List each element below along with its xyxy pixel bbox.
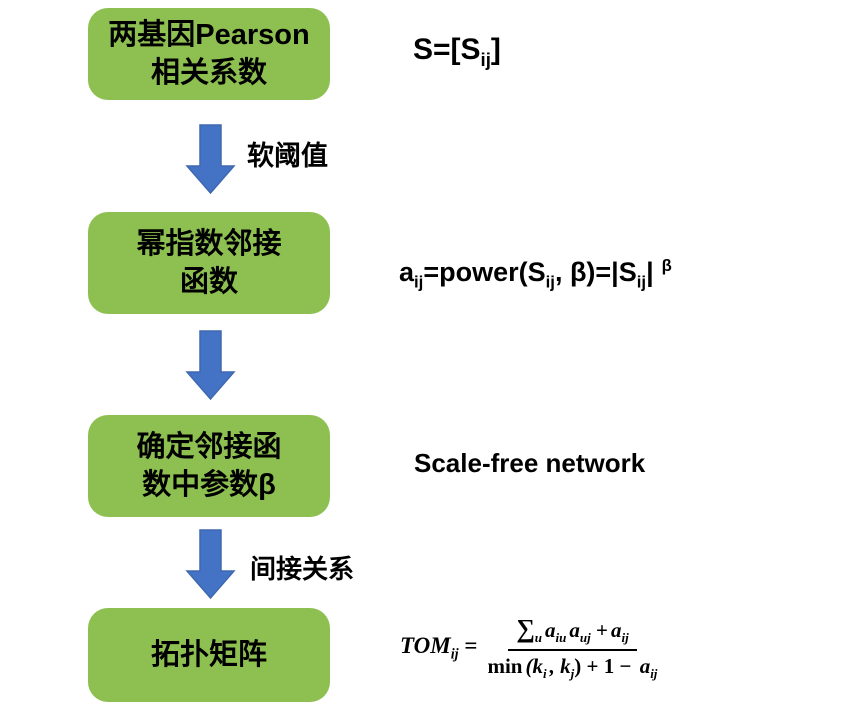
formula-subscript: ij [545,272,555,292]
formula-text: =power(S [423,257,546,287]
formula-text: a [634,654,651,679]
formula-subscript: i [543,666,547,682]
box-line: 数中参数β [142,469,276,501]
formula-text: , k [549,654,571,679]
arrow-label-soft-threshold: 软阈值 [247,141,328,171]
formula-subscript: j [570,666,575,682]
fraction-denominator: min(ki, kj) + 1 − aij [487,651,657,682]
arrow-label-indirect-relation: 间接关系 [250,555,355,584]
down-arrow-icon [185,124,236,194]
formula-subscript: ij [480,49,491,70]
formula-subscript: ij [414,272,424,292]
box-line: 两基因Pearson [108,19,310,51]
equals-sign: = [464,632,478,658]
formula-text: ) + 1 − [574,654,632,679]
flow-box-topological-matrix: 拓扑矩阵 [88,608,330,702]
formula-text: , β)=|S [554,257,637,287]
formula-superscript: β [661,256,672,275]
formula-subscript: uj [579,630,591,646]
formula-text: a [399,257,415,287]
plus-sign: + [595,618,608,642]
formula-subscript: iu [555,630,567,646]
formula-subscript: ij [621,630,629,646]
box-line: 确定邻接函 [136,431,282,463]
box-line: 相关系数 [150,57,267,89]
formula-text: TOM [400,632,451,658]
formula-subscript: ij [450,646,459,663]
flow-box-pearson-correlation: 两基因Pearson 相关系数 [88,8,330,100]
formula-text: a [545,618,556,642]
box-line: 幂指数邻接 [136,228,282,260]
down-arrow-icon [185,330,236,400]
formula-subscript: u [534,630,543,646]
formula-text: ] [490,33,501,66]
formula-text: a [610,618,622,642]
formula-text: (k [525,654,544,679]
box-line: 拓扑矩阵 [150,639,267,671]
formula-text: a [569,618,580,642]
formula-text: | [646,257,654,287]
adjacency-function-formula: aij=power(Sij, β)=|Sij|β [399,256,672,292]
sum-symbol: ∑ [516,614,535,643]
min-function: min [487,654,523,679]
formula-subscript: ij [650,666,658,682]
formula-text: S=[S [413,33,481,66]
box-line: 函数 [179,266,238,298]
tom-lhs: TOMij = [400,633,477,664]
scale-free-network-label: Scale-free network [414,448,646,478]
flow-box-determine-beta: 确定邻接函 数中参数β [88,415,330,517]
formula-subscript: ij [636,272,647,292]
correlation-matrix-formula: S=[Sij] [413,33,501,71]
flow-box-power-adjacency: 幂指数邻接 函数 [88,212,330,314]
down-arrow-icon [185,529,236,599]
